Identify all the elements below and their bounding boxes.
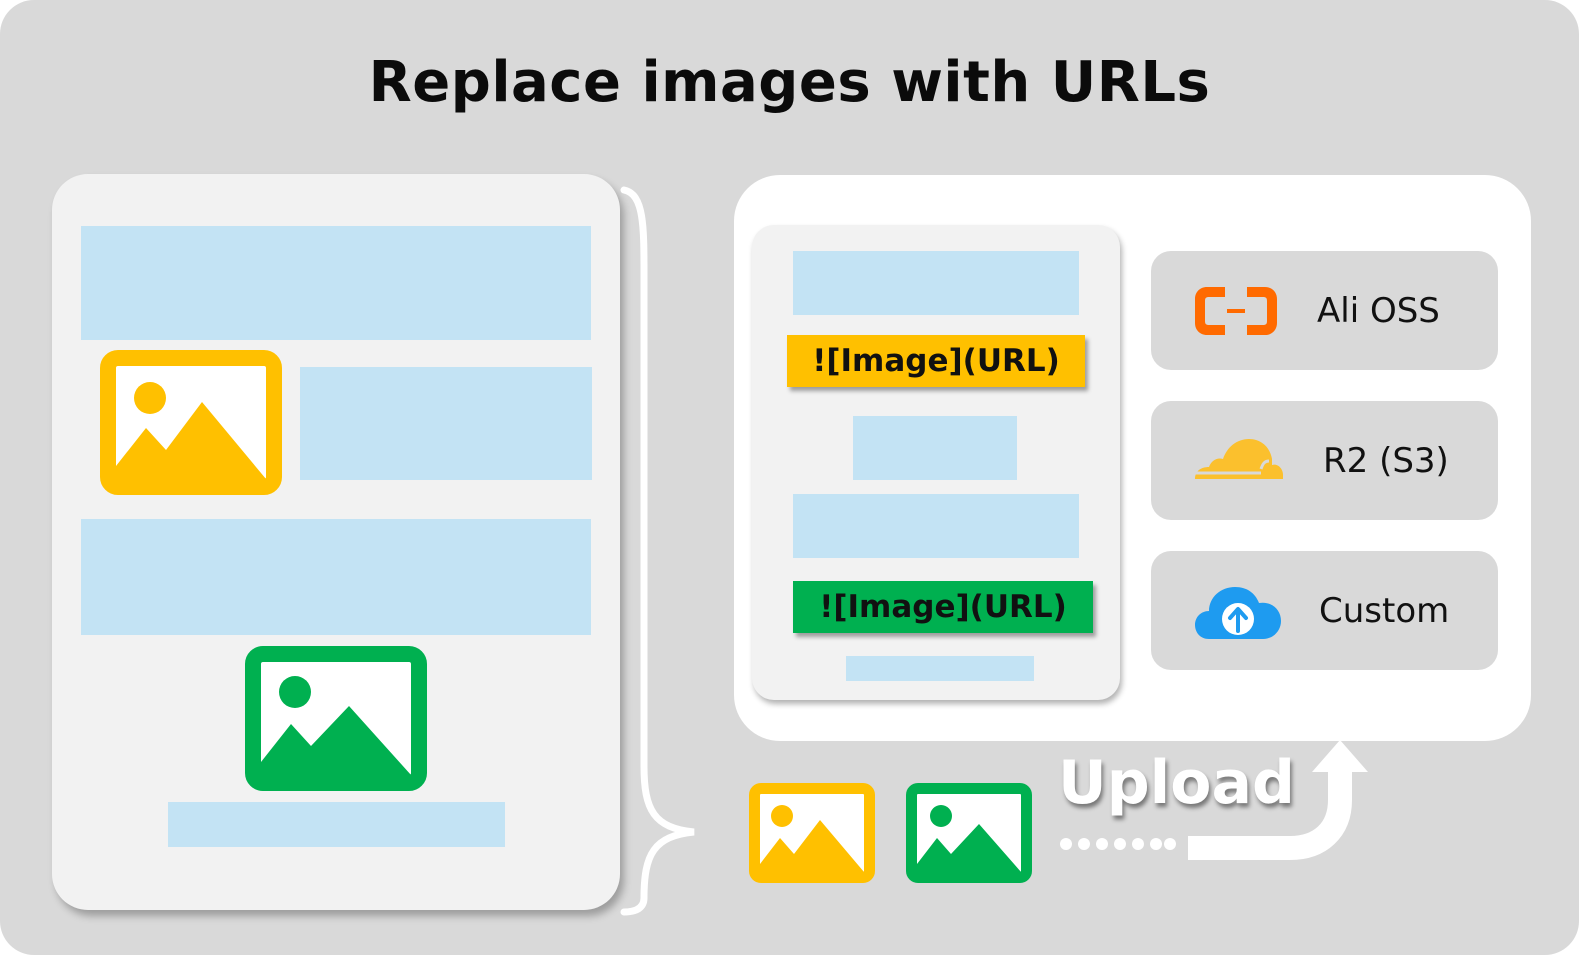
provider-label: Ali OSS [1317, 290, 1440, 331]
provider-ali-oss: Ali OSS [1151, 251, 1498, 370]
text-block [168, 802, 505, 847]
text-block [793, 494, 1079, 558]
diagram-title: Replace images with URLs [368, 50, 1211, 115]
markdown-image-link: ![Image](URL) [787, 335, 1085, 387]
image-icon [100, 350, 282, 495]
text-block [300, 367, 592, 480]
aliyun-icon [1195, 287, 1277, 335]
upload-arrow [1188, 740, 1368, 860]
source-document [52, 174, 620, 910]
result-document: ![Image](URL) ![Image](URL) [752, 225, 1120, 700]
markdown-image-link: ![Image](URL) [793, 581, 1093, 633]
cloudflare-icon [1195, 439, 1283, 479]
provider-label: R2 (S3) [1323, 440, 1449, 481]
text-block [846, 656, 1034, 681]
upload-label: Upload [1058, 748, 1295, 818]
provider-label: Custom [1319, 590, 1450, 631]
image-icon [245, 646, 427, 791]
image-icon [906, 783, 1032, 883]
provider-r2-s3: R2 (S3) [1151, 401, 1498, 520]
text-block [81, 519, 591, 635]
cloud-upload-icon [1195, 587, 1281, 639]
text-block [81, 226, 591, 340]
brace-connector [620, 186, 695, 916]
dotted-line [1060, 838, 1176, 850]
text-block [853, 416, 1017, 480]
image-icon [749, 783, 875, 883]
text-block [793, 251, 1079, 315]
provider-custom: Custom [1151, 551, 1498, 670]
